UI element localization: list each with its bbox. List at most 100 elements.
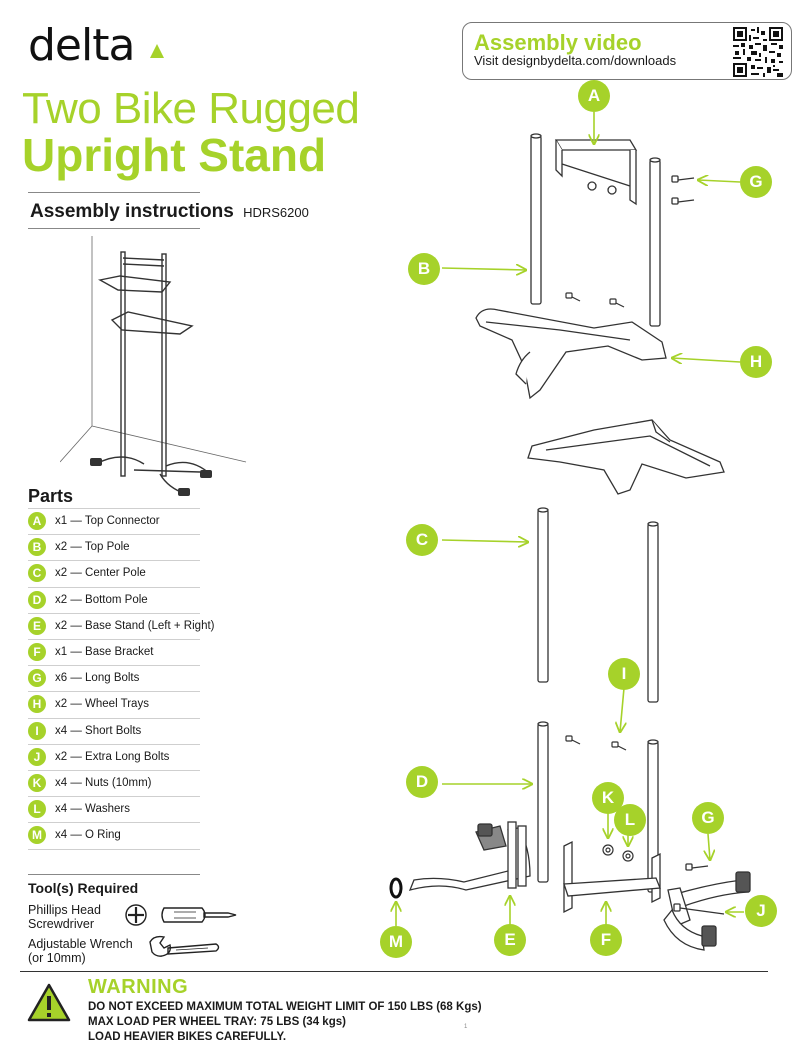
part-letter-badge: A (28, 512, 46, 530)
part-letter-badge: J (28, 748, 46, 766)
part-letter-badge: G (28, 669, 46, 687)
part-letter-badge: I (28, 722, 46, 740)
warning-line: LOAD HEAVIER BIKES CAREFULLY. (88, 1031, 287, 1043)
short-bolts-top (565, 292, 625, 308)
callout-c: C (406, 524, 438, 556)
divider (28, 228, 200, 229)
title-line-2: Upright Stand (22, 129, 327, 181)
part-letter-badge: C (28, 564, 46, 582)
divider (28, 796, 200, 797)
part-letter-badge: L (28, 800, 46, 818)
divider (28, 508, 200, 509)
callout-g: G (740, 166, 772, 198)
part-description: x2 — Center Pole (55, 567, 146, 579)
callout-b: B (408, 253, 440, 285)
callout-i: I (608, 658, 640, 690)
warning-divider (20, 971, 768, 972)
warning-triangle-icon (27, 983, 71, 1022)
divider (28, 560, 200, 561)
bottom-pole-parts (537, 721, 659, 893)
part-description: x4 — O Ring (55, 829, 121, 841)
long-bolts-top (671, 175, 695, 205)
part-description: x4 — Washers (55, 803, 130, 815)
part-description: x2 — Top Pole (55, 541, 130, 553)
short-bolts-lower (565, 735, 627, 751)
part-description: x2 — Bottom Pole (55, 594, 148, 606)
top-connector-part (554, 139, 638, 206)
exploded-assembly-diagram (389, 112, 751, 951)
part-description: x2 — Base Stand (Left + Right) (55, 620, 215, 632)
part-letter-badge: E (28, 617, 46, 635)
callout-arrows (396, 112, 744, 926)
subtitle-text: Assembly instructions (30, 201, 234, 222)
tool-line: Adjustable Wrench (28, 937, 133, 951)
long-bolt-lower (685, 863, 709, 871)
divider (28, 874, 200, 875)
part-description: x1 — Base Bracket (55, 646, 154, 658)
parts-heading: Parts (28, 486, 74, 506)
divider (28, 665, 200, 666)
divider (28, 534, 200, 535)
part-description: x6 — Long Bolts (55, 672, 140, 684)
callout-a: A (578, 80, 610, 112)
part-description: x4 — Short Bolts (55, 725, 142, 737)
tool-label-wrench: Adjustable Wrench (or 10mm) (28, 937, 133, 965)
screwdriver-icon (125, 904, 237, 926)
part-letter-badge: H (28, 695, 46, 713)
top-pole-parts (530, 133, 661, 327)
callout-g-lower: G (692, 802, 724, 834)
part-description: x2 — Extra Long Bolts (55, 751, 170, 763)
part-letter-badge: M (28, 826, 46, 844)
tool-line: (or 10mm) (28, 951, 86, 965)
part-description: x4 — Nuts (10mm) (55, 777, 152, 789)
extra-long-bolt (673, 903, 725, 915)
logo-drop-icon (150, 44, 164, 58)
divider (28, 770, 200, 771)
o-ring-part (389, 877, 403, 899)
tools-heading: Tool(s) Required (28, 880, 139, 896)
callout-j: J (745, 895, 777, 927)
part-description: x1 — Top Connector (55, 515, 160, 527)
warning-line: MAX LOAD PER WHEEL TRAY: 75 LBS (34 kgs) (88, 1016, 346, 1028)
callout-f: F (590, 924, 622, 956)
title-line-1: Two Bike Rugged (22, 84, 360, 133)
divider (28, 822, 200, 823)
wheel-tray-lower (527, 419, 725, 495)
video-url-link[interactable]: Visit designbydelta.com/downloads (474, 53, 677, 68)
video-title: Assembly video (474, 30, 642, 55)
assembly-video-box[interactable] (462, 22, 792, 80)
part-letter-badge: K (28, 774, 46, 792)
callout-m: M (380, 926, 412, 958)
brand-logo: delta (28, 20, 135, 71)
divider (28, 849, 200, 850)
part-letter-badge: D (28, 591, 46, 609)
part-letter-badge: F (28, 643, 46, 661)
page-number: 1 (464, 1024, 468, 1030)
assembled-stand-illustration (60, 236, 247, 496)
divider (28, 192, 200, 193)
base-stand-left (408, 821, 531, 891)
nut-and-washer (602, 844, 634, 862)
callout-e: E (494, 924, 526, 956)
wrench-icon (149, 935, 220, 957)
center-pole-parts (537, 507, 659, 703)
divider (28, 691, 200, 692)
qr-code-icon[interactable] (733, 27, 783, 77)
divider (28, 744, 200, 745)
base-bracket-part (563, 840, 661, 914)
divider (28, 613, 200, 614)
divider (28, 587, 200, 588)
assembly-subtitle: Assembly instructions HDRS6200 (30, 201, 309, 223)
